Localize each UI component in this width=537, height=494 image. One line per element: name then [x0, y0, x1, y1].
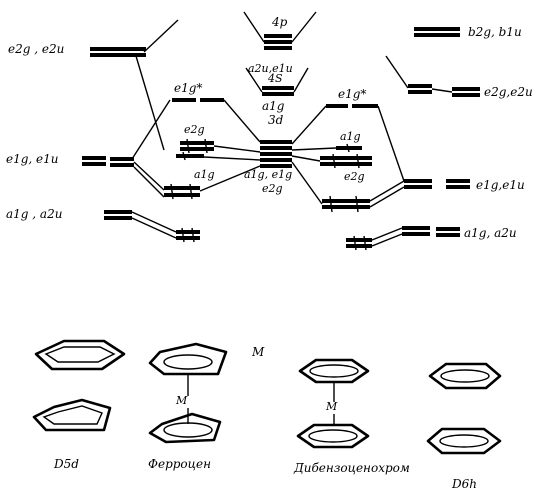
level-left-e2g-e2u — [90, 47, 118, 57]
label-left-e1g-star: e1g* — [174, 81, 202, 95]
label-dibenzene: Дибензоценохром — [293, 461, 410, 475]
label-d6h: D6h — [451, 477, 477, 491]
level-right-a1g-inner — [336, 143, 362, 153]
level-right-e2g-e2u — [452, 87, 480, 97]
dibenzene-bottom-ring — [296, 423, 370, 449]
ferrocene-top-ring — [148, 342, 228, 376]
label-left-e2g-inner: e2g — [184, 123, 205, 136]
label-right-e2g-inner: e2g — [344, 170, 365, 183]
hexagon-top-d6h — [428, 362, 502, 390]
level-left-a1g-inner — [176, 151, 204, 161]
level-left-e2g-complex — [118, 47, 146, 57]
level-left-e1g-e1u — [82, 156, 106, 166]
level-right-b2g-b1u — [414, 27, 460, 37]
label-a2u-e1u: a2u,e1u — [248, 62, 293, 75]
label-right-b2g-b1u: b2g, b1u — [468, 25, 522, 39]
hexagon-bottom-d6h — [426, 427, 502, 455]
dibenzene-top-ring — [298, 358, 370, 384]
dibenzene-metal: M — [325, 400, 338, 413]
label-center-a1g-e1g: a1g, e1g — [244, 168, 292, 181]
level-left-e1g-complex — [110, 157, 134, 167]
level-3d — [260, 140, 292, 168]
label-right-a1g-inner: a1g — [340, 130, 361, 143]
label-4p: 4p — [271, 15, 288, 29]
label-4s: 4S — [267, 72, 283, 85]
label-center-a1g: a1g — [262, 99, 285, 113]
level-left-e1g-bonding — [164, 183, 200, 200]
pentagon-top-d5d — [34, 339, 126, 371]
level-left-e2g-inner — [180, 138, 214, 154]
ferrocene-bottom-ring — [148, 412, 222, 444]
level-4s — [262, 86, 294, 96]
level-right-e1g-complex — [404, 179, 432, 189]
label-left-e1g-e1u: e1g, e1u — [6, 152, 59, 166]
correlation-lines — [131, 11, 453, 247]
label-right-e2g-e2u: e2g,e2u — [484, 85, 533, 99]
label-left-a1g-a2u: a1g , a2u — [6, 207, 62, 221]
level-left-a1g-bonding — [176, 227, 200, 243]
label-d5d: D5d — [53, 457, 79, 471]
level-right-e2g-inner — [320, 153, 372, 169]
metal-label-top: M — [251, 345, 265, 359]
label-center-e2g: e2g — [262, 182, 283, 195]
label-3d: 3d — [268, 113, 284, 127]
level-left-a1g-a2u — [104, 210, 132, 220]
level-right-a1g-complex — [402, 226, 430, 236]
pentagon-bottom-d5d — [32, 398, 112, 432]
level-4p — [264, 34, 292, 50]
level-right-e1g-bonding — [322, 195, 370, 213]
label-right-e1g-star: e1g* — [338, 87, 366, 101]
label-left-e2g-e2u: e2g , e2u — [8, 42, 64, 56]
ferrocene-metal: M — [175, 394, 188, 407]
level-right-a1g-bonding — [346, 235, 372, 251]
label-right-a1g-a2u: a1g, a2u — [464, 226, 517, 240]
label-right-e1g-e1u: e1g,e1u — [476, 178, 525, 192]
label-left-a1g-inner: a1g — [194, 168, 215, 181]
level-right-a1g-a2u — [436, 227, 460, 237]
level-right-e2g-complex — [408, 84, 432, 94]
level-right-e1g-e1u — [446, 179, 470, 189]
label-ferrocene: Ферроцен — [148, 457, 211, 471]
